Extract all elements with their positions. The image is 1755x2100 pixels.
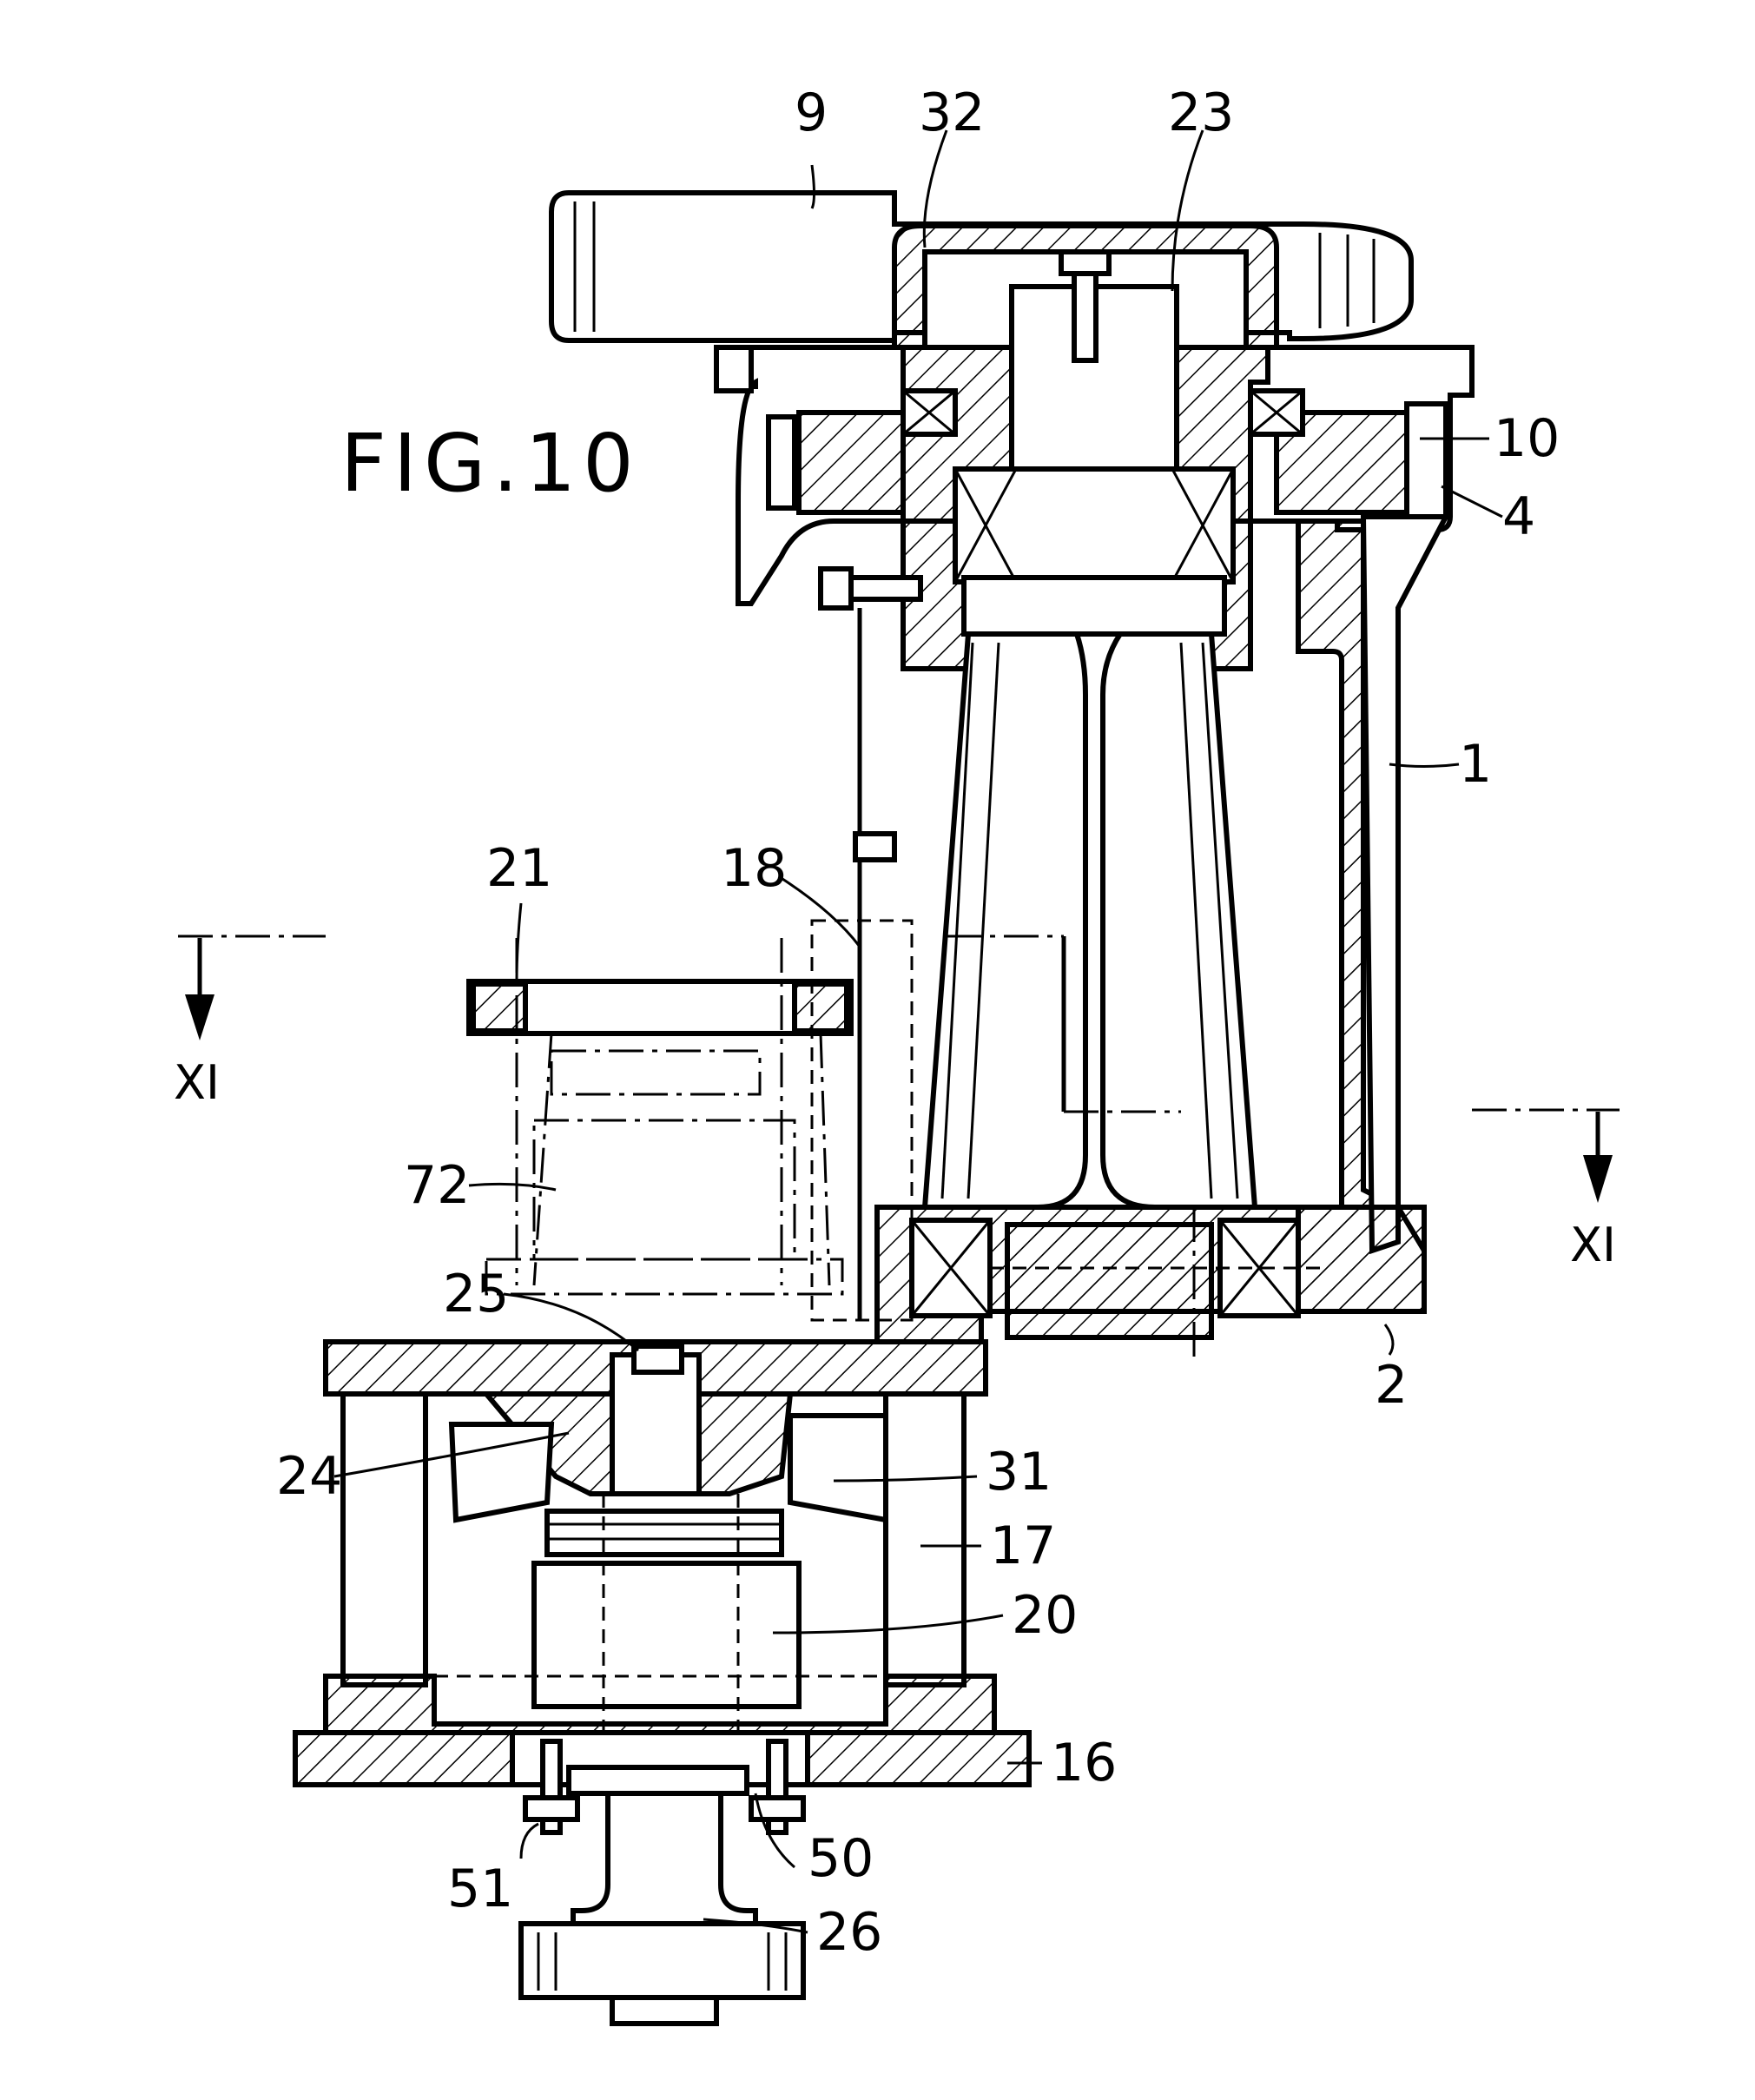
- top-bolt: [1061, 252, 1109, 274]
- phantom-body: [534, 1120, 795, 1259]
- holder-plate-hatch-right: [795, 984, 847, 1031]
- hub-bolt: [634, 1346, 682, 1372]
- housing-wall: [1298, 521, 1424, 1311]
- frame-left: [343, 1394, 426, 1685]
- frame-17: [886, 1394, 964, 1685]
- label-72: 72: [404, 1155, 470, 1216]
- top-bolt-shank: [1074, 274, 1096, 360]
- tool-holder: [469, 834, 912, 1320]
- flange-lip-left: [716, 347, 751, 391]
- label-23: 23: [1168, 83, 1234, 143]
- center-shaft: [612, 1355, 699, 1494]
- wedge-right-31: [790, 1416, 886, 1520]
- side-bolt-shank: [851, 578, 920, 599]
- label-10: 10: [1494, 408, 1560, 469]
- rotor-gap-right: [1407, 404, 1446, 517]
- spindle-bearing: [955, 469, 1233, 582]
- clamp-washer-left: [525, 1798, 577, 1819]
- label-1: 1: [1459, 734, 1492, 795]
- label-32: 32: [919, 83, 985, 143]
- label-21: 21: [486, 838, 552, 899]
- section-arrow-right: [1583, 1155, 1613, 1203]
- bushing-20: [534, 1563, 799, 1707]
- label-50: 50: [808, 1828, 874, 1889]
- label-25: 25: [443, 1264, 509, 1324]
- output-flange: [521, 1924, 803, 1998]
- section-line-xi: [178, 936, 1620, 1203]
- label-18: 18: [721, 838, 787, 899]
- section-label-left: XI: [174, 1055, 220, 1110]
- section-label-right: XI: [1570, 1218, 1616, 1272]
- housing-outer-rib: [1363, 517, 1446, 1251]
- figure-title: FIG.10: [340, 417, 641, 510]
- label-16: 16: [1051, 1733, 1117, 1793]
- phantom-ring: [486, 1259, 842, 1294]
- clamp-ring-50: [569, 1767, 747, 1793]
- ring-stack: [547, 1511, 782, 1555]
- holder-phantom-sides: [534, 1033, 829, 1285]
- spindle-flange: [964, 578, 1224, 634]
- label-20: 20: [1012, 1585, 1078, 1646]
- lower-unit: [295, 1342, 1029, 2024]
- label-24: 24: [276, 1446, 342, 1507]
- label-2: 2: [1375, 1355, 1408, 1416]
- label-51: 51: [447, 1859, 513, 1919]
- rotor-gap-left: [769, 417, 795, 508]
- label-4: 4: [1502, 486, 1535, 547]
- label-9: 9: [795, 83, 828, 143]
- label-17: 17: [990, 1516, 1056, 1576]
- label-31: 31: [986, 1442, 1052, 1502]
- side-bolt: [821, 569, 851, 608]
- section-arrow-left: [185, 994, 214, 1040]
- phantom-disc-top: [551, 1051, 760, 1094]
- rod-head: [855, 834, 894, 860]
- motor-rotor-left: [799, 413, 903, 512]
- label-26: 26: [816, 1902, 882, 1963]
- base-hub: [1007, 1225, 1211, 1337]
- output-flange-bottom: [612, 1998, 716, 2024]
